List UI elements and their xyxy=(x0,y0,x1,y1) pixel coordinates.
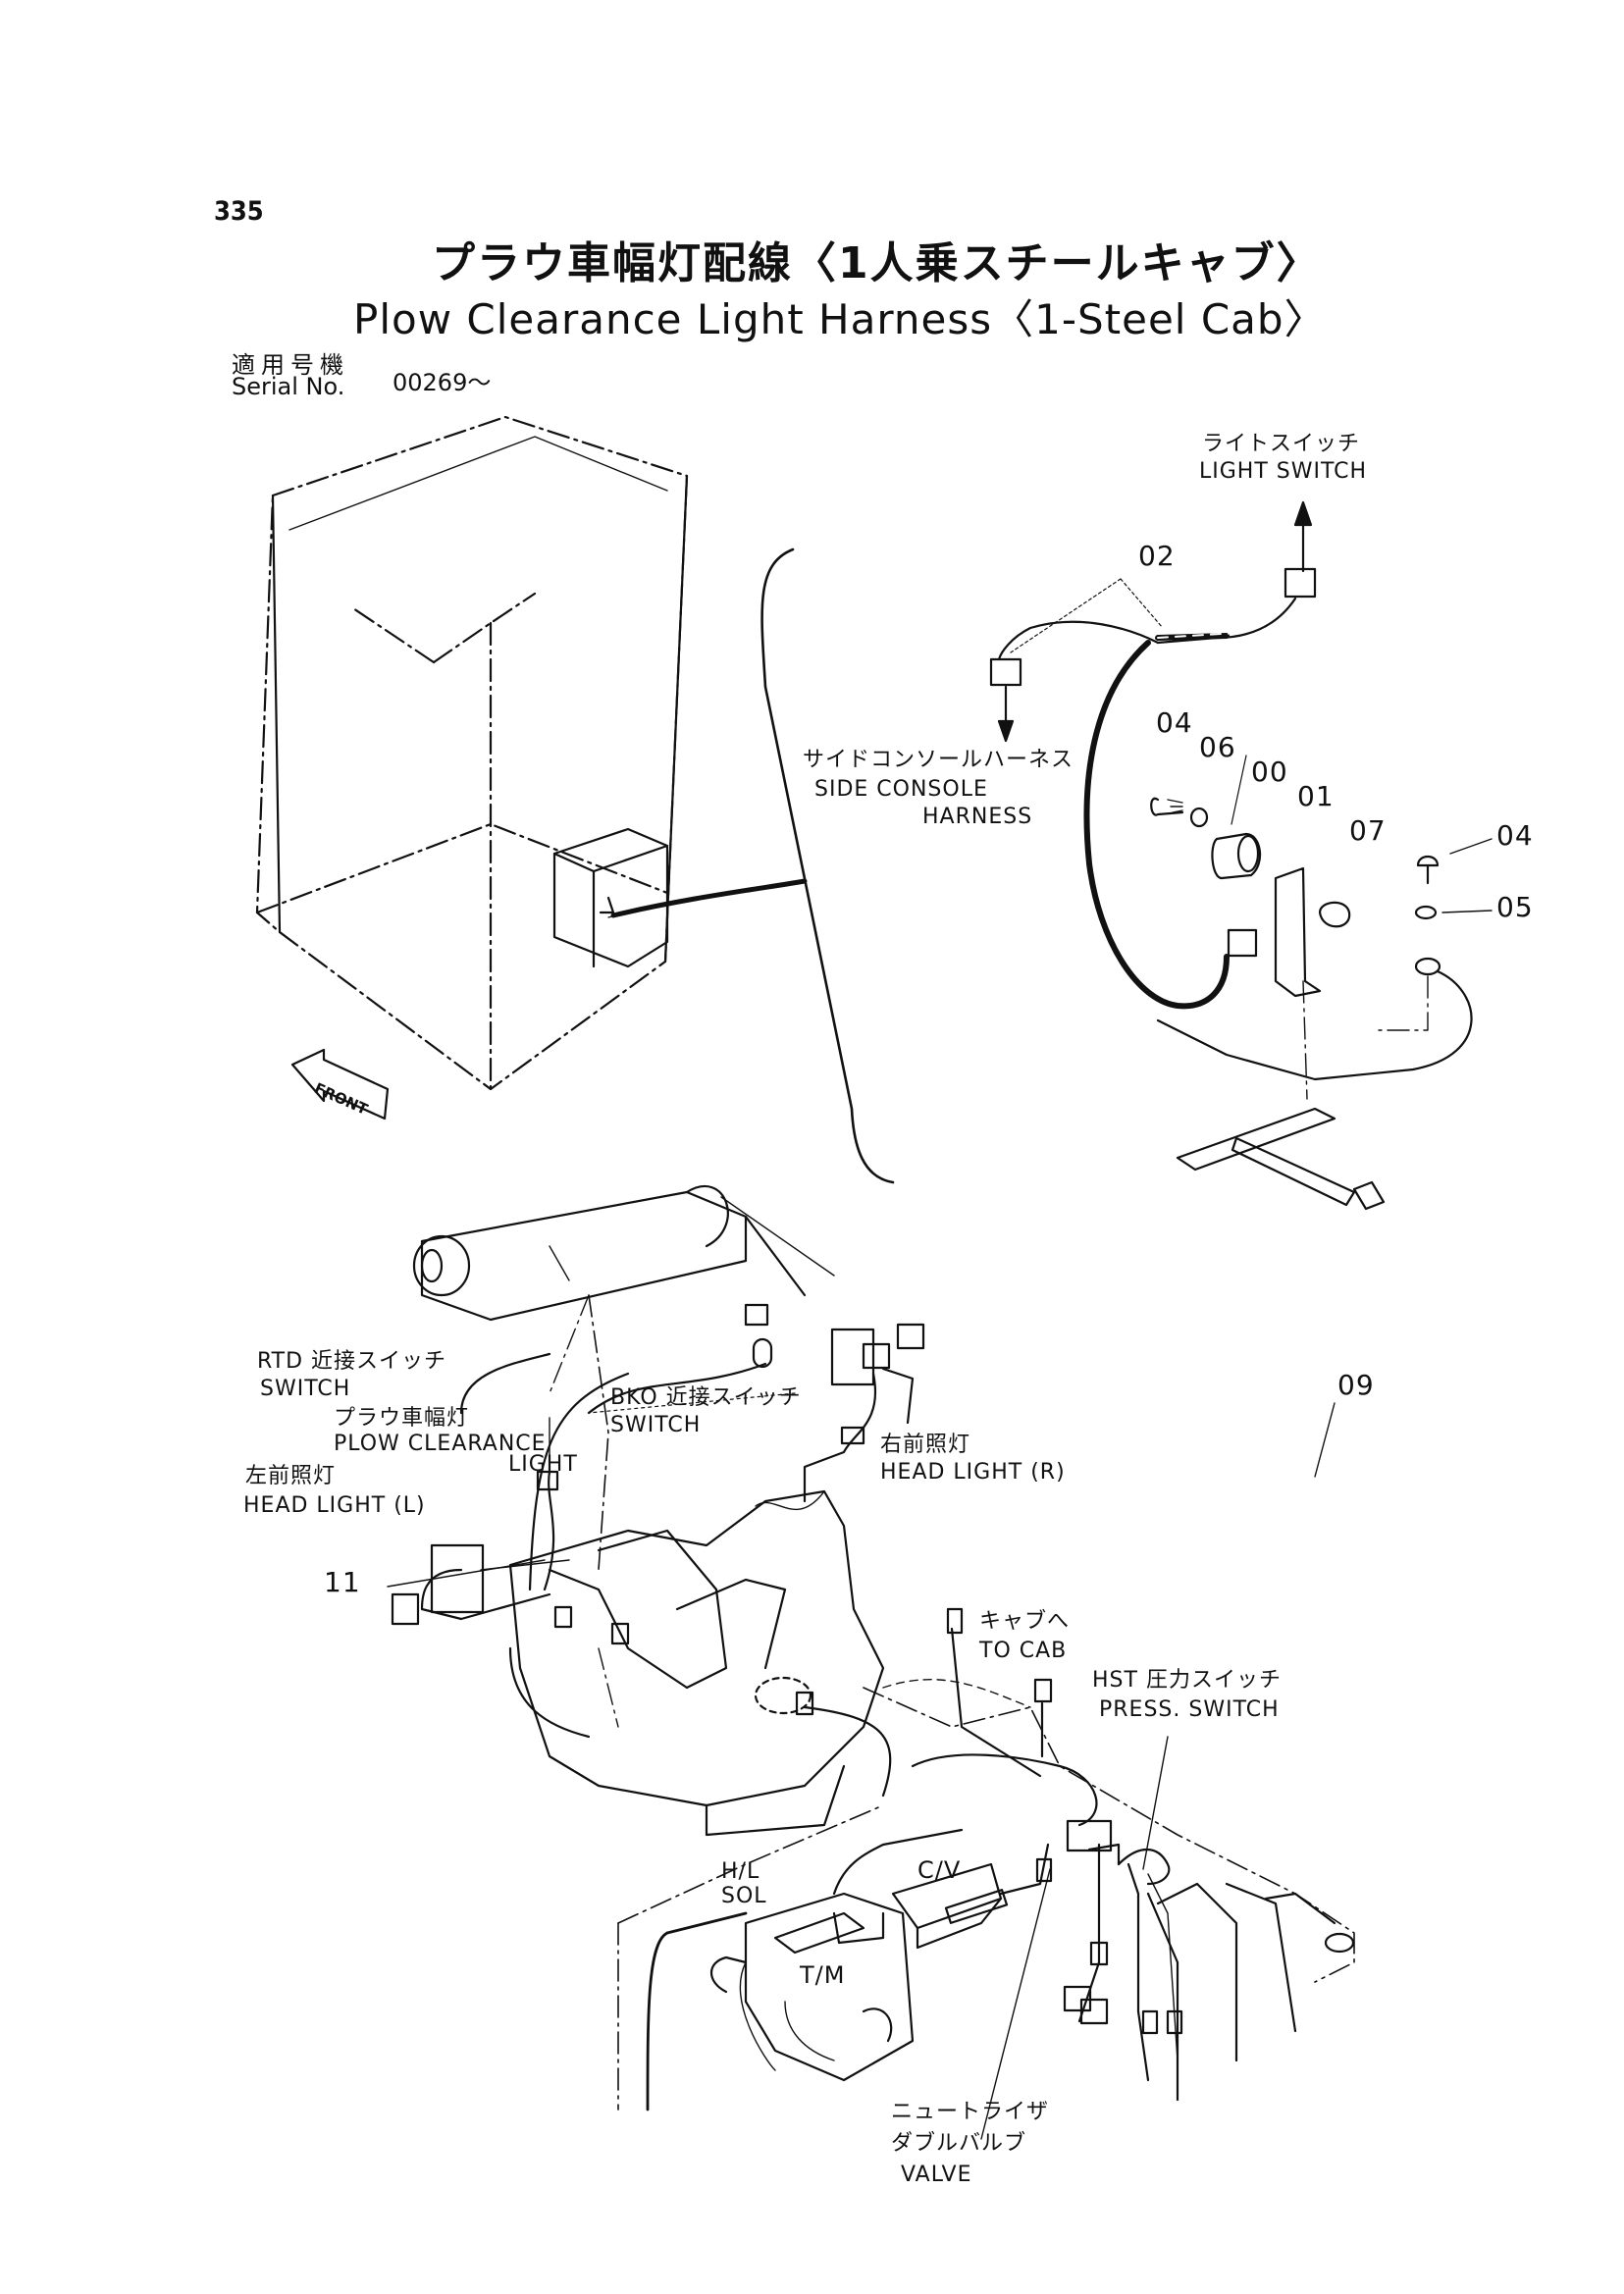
part-number-09: 09 xyxy=(1337,1369,1375,1401)
rtd-switch-label-en: SWITCH xyxy=(260,1377,351,1401)
detail-parts xyxy=(1150,755,1493,1172)
hl-sol-label-1: H/L xyxy=(721,1859,760,1884)
bracket-01-icon xyxy=(1274,866,1322,998)
head-light-r-label-jp: 右前照灯 xyxy=(880,1433,971,1457)
side-console-label-en-1: SIDE CONSOLE xyxy=(814,777,988,802)
machine-frame xyxy=(508,1294,885,1837)
plow-light-label-jp: プラウ車幅灯 xyxy=(334,1406,470,1431)
front-arrow xyxy=(290,1048,390,1121)
head-light-l-label-en: HEAD LIGHT (L) xyxy=(243,1493,426,1518)
bolt-04-icon xyxy=(1150,797,1184,816)
to-cab-label-en: TO CAB xyxy=(979,1639,1068,1663)
light-switch-label-jp: ライトスイッチ xyxy=(1202,432,1361,456)
light-connector-icon xyxy=(1227,928,1258,958)
part-number-07: 07 xyxy=(1349,814,1387,847)
part-number-04-b: 04 xyxy=(1496,819,1534,852)
serial-label-japanese: 適用号機 xyxy=(232,351,349,379)
detail-harness xyxy=(989,500,1317,1010)
rtd-switch-label-jp: RTD 近接スイッチ xyxy=(257,1349,447,1374)
light-switch-connector-icon xyxy=(1283,567,1317,599)
valve-label-jp-1: ニュートライザ xyxy=(891,2100,1050,2124)
bko-switch-label-en: SWITCH xyxy=(610,1413,702,1437)
valve-label-en: VALVE xyxy=(901,2163,972,2187)
light-switch-label-en: LIGHT SWITCH xyxy=(1199,459,1368,484)
mount-plate-icon xyxy=(1176,1107,1336,1172)
callout-bracket xyxy=(760,547,895,1184)
part-number-00: 00 xyxy=(1251,756,1288,788)
serial-label-english: Serial No. xyxy=(232,373,345,400)
side-console-label-jp: サイドコンソールハーネス xyxy=(803,748,1074,772)
hst-switch-label-jp: HST 圧力スイッチ xyxy=(1092,1668,1282,1693)
leader-05 xyxy=(1441,910,1493,913)
plow-cylinder xyxy=(412,1184,835,1322)
harness-routing-lower xyxy=(391,1303,925,1798)
part-number-01: 01 xyxy=(1297,780,1335,812)
headlight-r-connector-icon xyxy=(896,1323,925,1350)
washer-05-icon xyxy=(1414,905,1438,920)
cab-floor-harness xyxy=(863,1607,1355,2102)
harness-to-console xyxy=(610,878,808,918)
transmission xyxy=(617,1804,964,2112)
transmission-label: T/M xyxy=(800,1961,846,1989)
plow-light-l-icon xyxy=(430,1543,485,1614)
part-number-02: 02 xyxy=(1138,540,1176,572)
washer-06-icon xyxy=(1189,807,1209,828)
part-number-04-a: 04 xyxy=(1156,706,1193,739)
nut-07-icon xyxy=(1318,901,1351,928)
plow-light-label-en-1: PLOW CLEARANCE xyxy=(334,1432,547,1456)
cab-outline xyxy=(255,415,689,1091)
part-number-11: 11 xyxy=(324,1566,361,1598)
title-japanese: プラウ車幅灯配線〈1人乗スチールキャブ〉 xyxy=(432,238,1322,288)
title-english: Plow Clearance Light Harness〈1-Steel Cab… xyxy=(353,295,1327,343)
side-console-box xyxy=(552,827,669,968)
cable-tie-09-icon xyxy=(1231,1136,1386,1478)
side-console-connector-icon xyxy=(989,657,1022,687)
part-number-05: 05 xyxy=(1496,891,1534,923)
leader-04 xyxy=(1449,838,1493,855)
bko-switch-icon xyxy=(830,1328,875,1386)
light-00-icon xyxy=(1211,832,1262,880)
part-number-06: 06 xyxy=(1199,731,1236,763)
screw-04-icon xyxy=(1416,855,1440,867)
to-cab-label-jp: キャブへ xyxy=(979,1609,1071,1634)
serial-number-value: 00269～ xyxy=(393,369,492,396)
connector-icon xyxy=(391,1592,420,1626)
hl-sol-label-2: SOL xyxy=(721,1884,767,1908)
control-valve-label: C/V xyxy=(917,1856,962,1884)
page-number: 335 xyxy=(214,196,264,227)
head-light-l-label-jp: 左前照灯 xyxy=(245,1464,337,1488)
head-light-r-label-en: HEAD LIGHT (R) xyxy=(880,1460,1066,1485)
side-console-label-en-2: HARNESS xyxy=(922,805,1033,829)
control-valve xyxy=(891,1843,1053,1950)
plow-light-label-en-2: LIGHT xyxy=(508,1452,578,1477)
hst-switch-label-en: PRESS. SWITCH xyxy=(1099,1697,1280,1722)
bko-switch-label-jp: BKO 近接スイッチ xyxy=(610,1385,802,1410)
leader-lines xyxy=(387,1392,1169,2140)
valve-label-jp-2: ダブルバルブ xyxy=(891,2131,1027,2156)
